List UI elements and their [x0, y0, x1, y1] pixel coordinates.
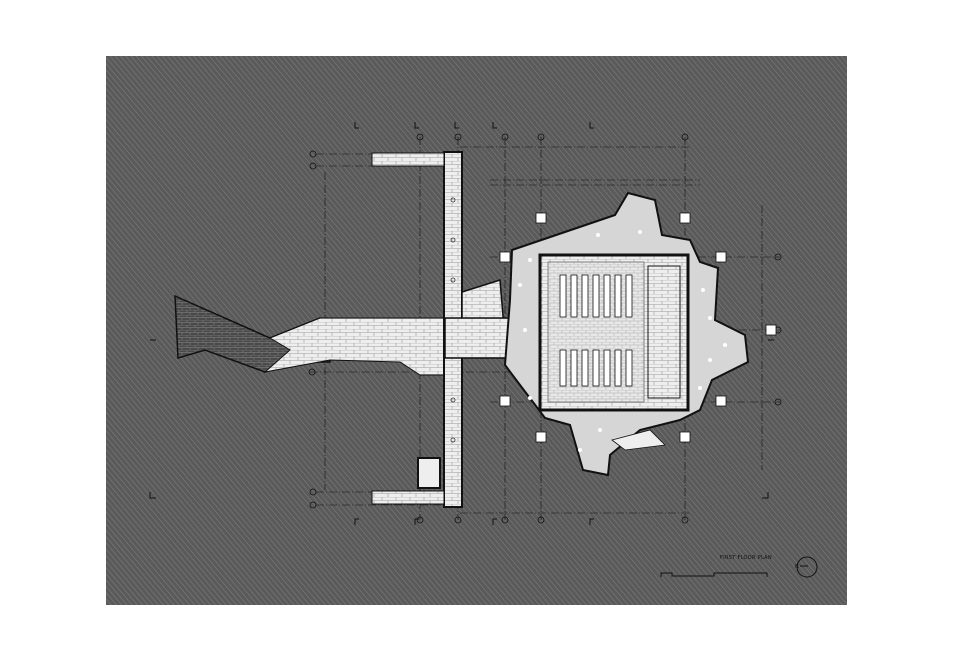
- floor-dots: [518, 230, 727, 452]
- north-stair: [371, 152, 445, 167]
- entry-walkway: [263, 317, 446, 376]
- drawing-title: FIRST FLOOR PLAN: [720, 555, 772, 561]
- section-markers: [149, 122, 774, 525]
- north-label: N: [795, 564, 799, 570]
- exterior-stair: [611, 429, 666, 451]
- seat-rows: [559, 274, 633, 387]
- stage: [647, 265, 681, 399]
- column-boxes: [499, 212, 777, 443]
- south-stair: [371, 490, 445, 505]
- elevator: [417, 457, 441, 489]
- scale-bar: [660, 572, 768, 577]
- north-arrow-icon: [796, 556, 818, 578]
- column-markers: [450, 197, 456, 443]
